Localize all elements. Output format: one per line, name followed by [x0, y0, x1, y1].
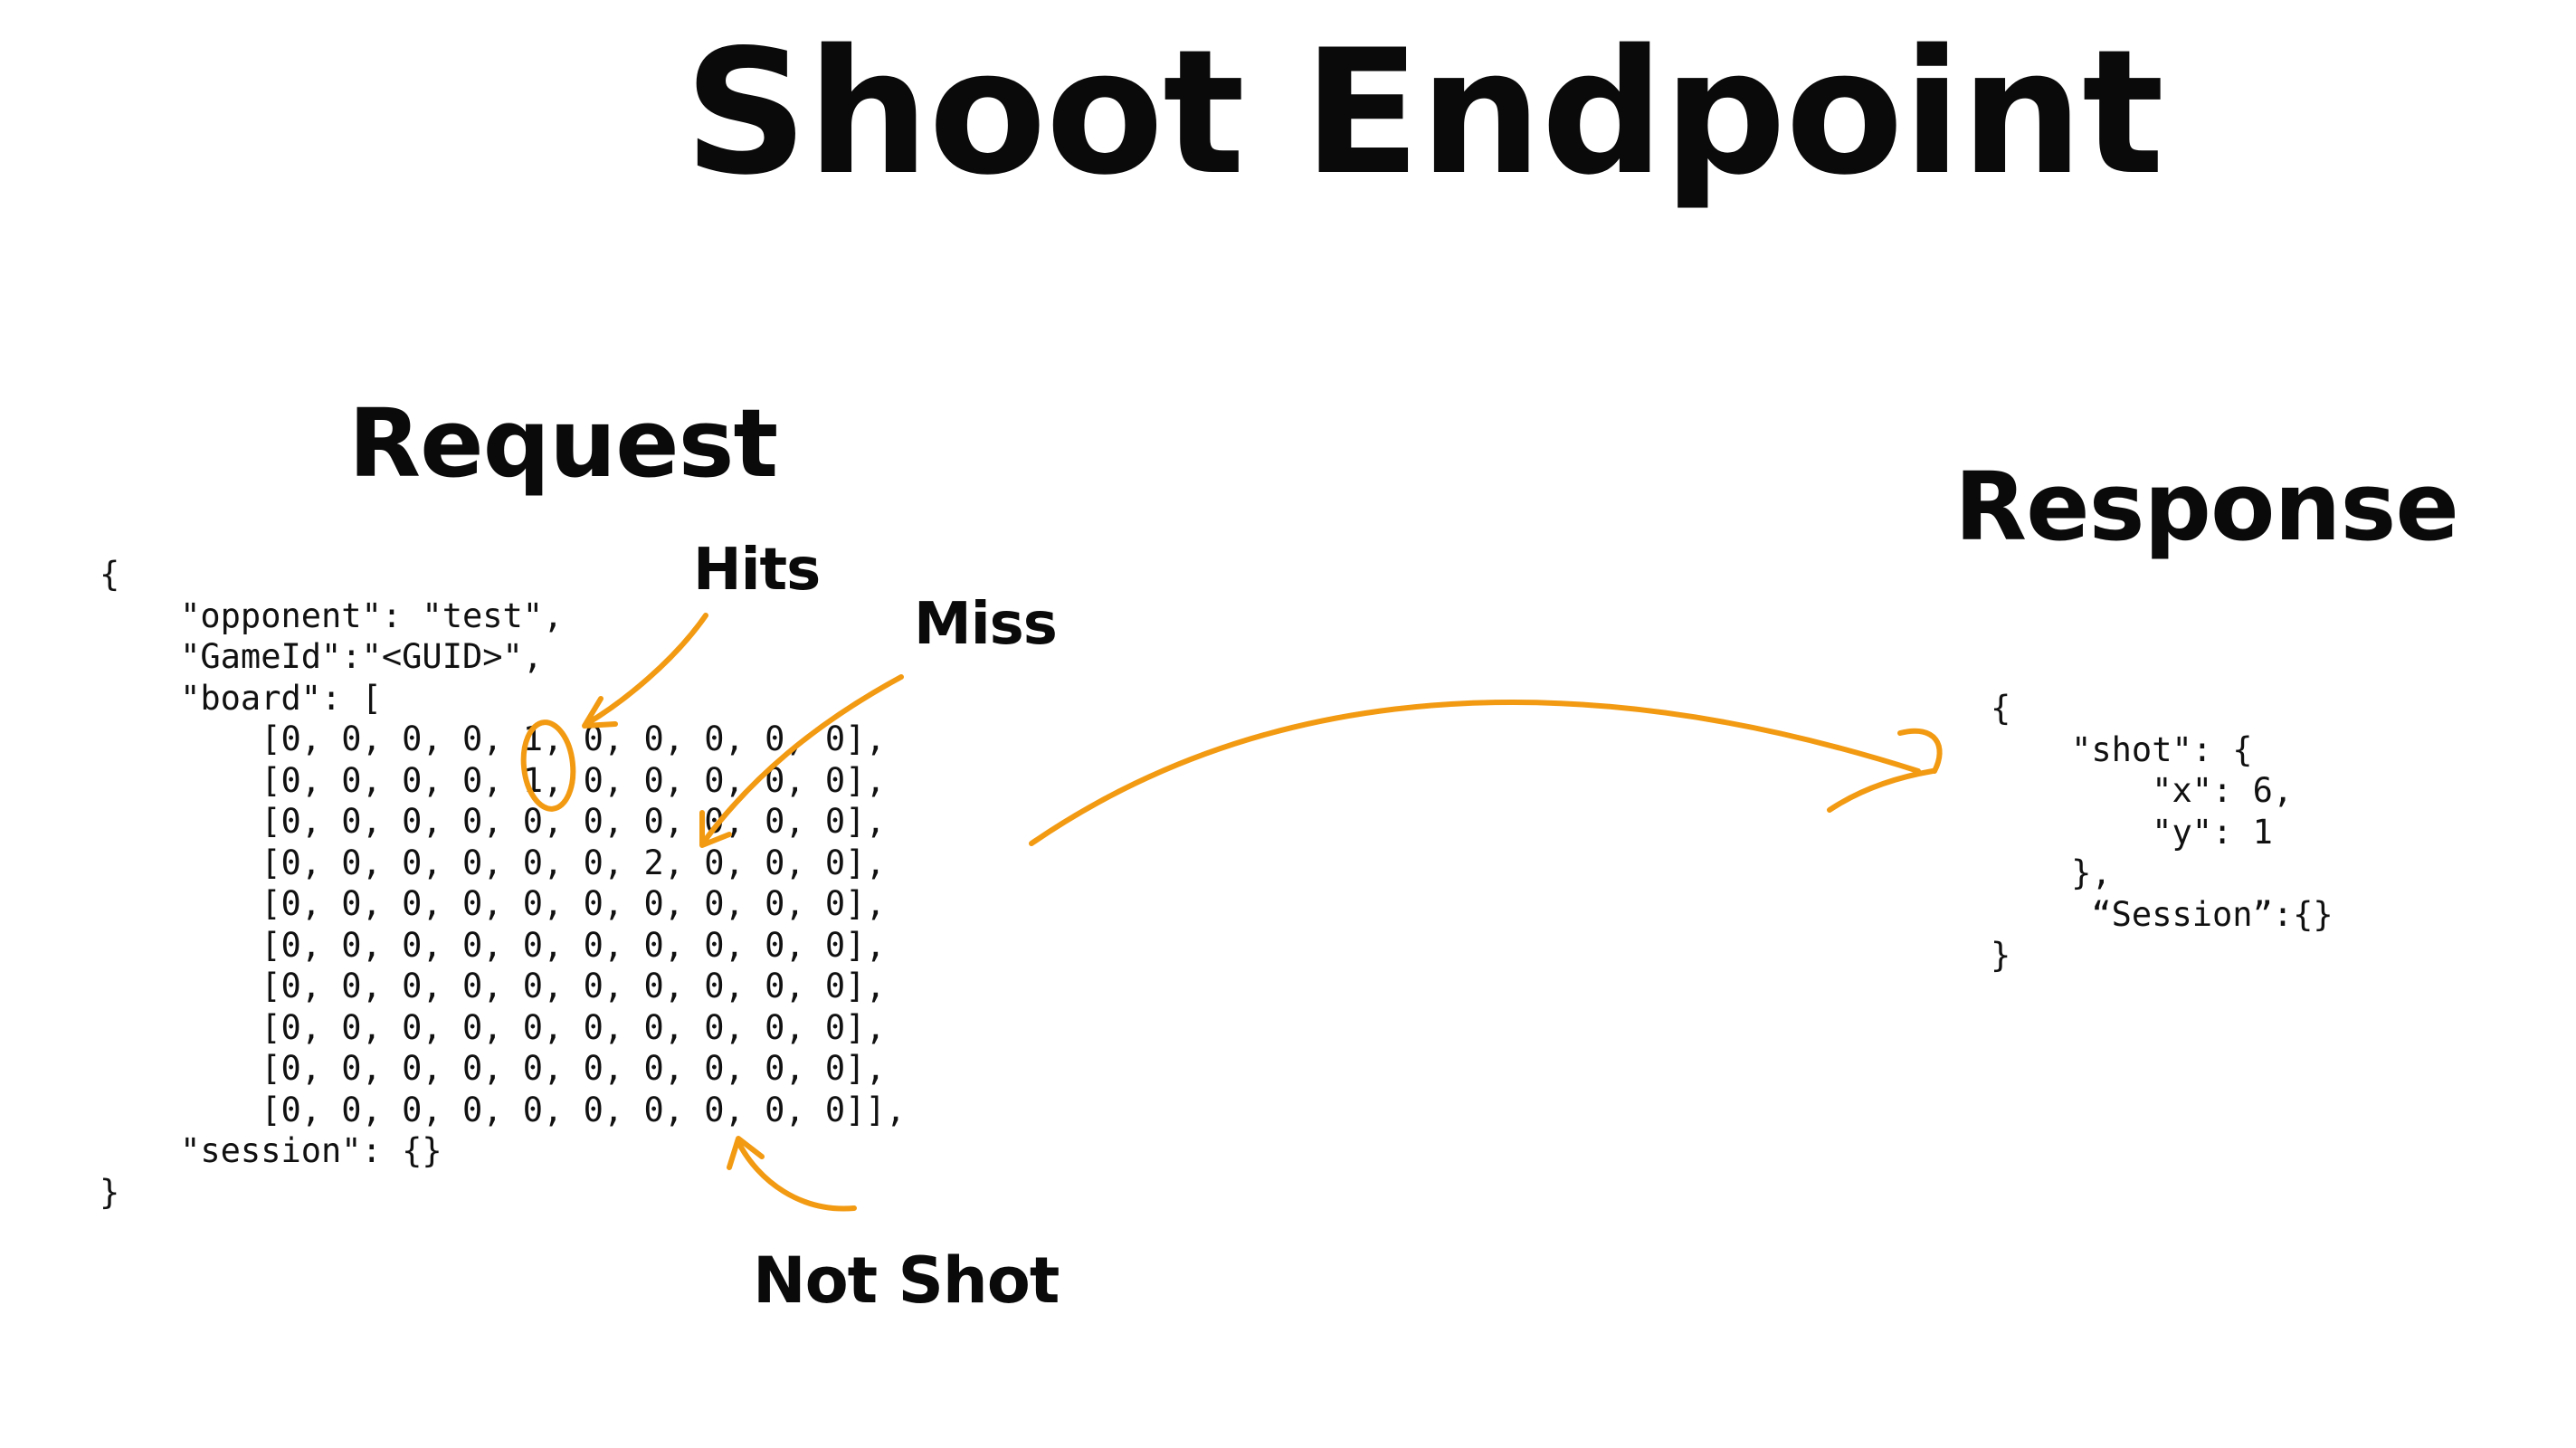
- request-code-line: [0, 0, 0, 0, 0, 0, 0, 0, 0, 0],: [100, 884, 886, 923]
- request-code-line: [0, 0, 0, 0, 0, 0, 0, 0, 0, 0]],: [100, 1090, 907, 1129]
- response-code-line: }: [1991, 936, 2011, 975]
- response-json-block: { "shot": { "x": 6, "y": 1 }, “Session”:…: [1991, 688, 2334, 976]
- response-code-line: },: [1991, 853, 2112, 892]
- request-code-line: [0, 0, 0, 0, 0, 0, 0, 0, 0, 0],: [100, 1007, 886, 1047]
- request-code-line: [0, 0, 0, 0, 1, 0, 0, 0, 0, 0],: [100, 719, 886, 758]
- request-code-line: [0, 0, 0, 0, 0, 0, 2, 0, 0, 0],: [100, 843, 886, 882]
- response-arrowhead-top: [1897, 728, 1943, 774]
- hits-annotation-label: Hits: [693, 537, 821, 604]
- response-code-line: "x": 6,: [1991, 771, 2294, 810]
- request-code-line: [0, 0, 0, 0, 0, 0, 0, 0, 0, 0],: [100, 802, 886, 841]
- response-code-line: “Session”:{}: [1991, 894, 2334, 934]
- request-code-line: "session": {}: [100, 1131, 442, 1170]
- page-title: Shoot Endpoint: [684, 13, 2164, 213]
- response-code-line: "shot": {: [1991, 729, 2253, 769]
- request-code-line: }: [100, 1172, 120, 1212]
- response-code-line: "y": 1: [1991, 812, 2273, 852]
- request-code-line: [0, 0, 0, 0, 1, 0, 0, 0, 0, 0],: [100, 760, 886, 800]
- request-code-line: [0, 0, 0, 0, 0, 0, 0, 0, 0, 0],: [100, 967, 886, 1005]
- miss-annotation-label: Miss: [914, 591, 1058, 658]
- not-shot-annotation-label: Not Shot: [753, 1243, 1060, 1318]
- request-code-line: [0, 0, 0, 0, 0, 0, 0, 0, 0, 0],: [100, 925, 886, 965]
- request-label: Request: [348, 388, 778, 499]
- request-to-response-arrow: [1029, 700, 1921, 846]
- request-code-line: [0, 0, 0, 0, 0, 0, 0, 0, 0, 0],: [100, 1049, 886, 1088]
- request-code-line: "GameId":"<GUID>",: [100, 637, 544, 676]
- request-json-block: { "opponent": "test", "GameId":"<GUID>",…: [100, 554, 906, 1213]
- response-label: Response: [1954, 452, 2459, 562]
- response-code-line: {: [1991, 689, 2011, 728]
- request-code-line: {: [100, 555, 120, 594]
- request-code-line: "opponent": "test",: [100, 595, 564, 635]
- response-arrowhead-bottom: [1827, 768, 1935, 813]
- request-code-line: "board": [: [100, 678, 382, 718]
